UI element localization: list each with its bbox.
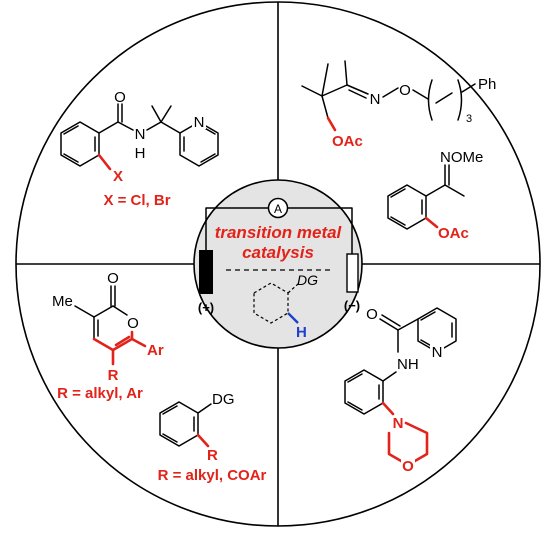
center-title-line2: catalysis <box>242 243 314 262</box>
ammeter-symbol <box>267 197 289 219</box>
cathode-electrode <box>346 253 359 293</box>
tl-amide-h: H <box>135 145 146 162</box>
bottom-right-substrate: N O NH N O <box>344 306 457 475</box>
ammeter-label: A <box>274 202 282 216</box>
bl-ring-o: O <box>127 315 139 332</box>
anode-sign: (+) <box>198 300 214 315</box>
br-morpholine-n: N <box>393 415 404 432</box>
center-circle <box>193 179 363 349</box>
tr-oxime-n: N <box>370 91 381 108</box>
tr-oxime-ome: NOMe <box>440 149 483 166</box>
bl-caption-1: R = alkyl, Ar <box>57 385 143 402</box>
bl-aryl: Ar <box>147 342 164 359</box>
tr-acetoxy-2: OAc <box>438 225 469 242</box>
br-carbonyl-o: O <box>366 306 378 323</box>
center-title-line1: transition metal <box>215 223 343 242</box>
cathode-sign: (−) <box>344 298 360 313</box>
ch-bond <box>287 312 299 324</box>
tl-pyridine-n: N <box>194 114 205 131</box>
bl-carbonyl-o: O <box>107 270 119 287</box>
tr-chain-subscript: 3 <box>466 113 472 125</box>
top-right-substrates: N O 3 Ph OAc NOMe OAc <box>301 60 496 242</box>
br-pyridine-n: N <box>432 344 443 361</box>
tr-oxime-o: O <box>399 82 411 99</box>
br-amide-nh: NH <box>397 356 419 373</box>
tl-carbonyl-o: O <box>114 89 126 106</box>
top-left-substrate: O N H N X X = Cl, Br <box>60 89 219 209</box>
substrate-dg-label: DG <box>297 272 318 288</box>
bl-caption-2: R = alkyl, COAr <box>158 467 267 484</box>
bottom-left-substrates: O Me O R Ar R = alkyl, Ar DG R R = alkyl… <box>52 270 267 484</box>
bl-r-group: R <box>108 367 119 384</box>
substrate-h-label: H <box>296 324 307 341</box>
tr-acetoxy-1: OAc <box>332 133 363 150</box>
tr-phenyl: Ph <box>478 76 496 93</box>
tl-amide-n: N <box>135 126 146 143</box>
anode-electrode <box>199 250 213 294</box>
bl-methyl: Me <box>52 293 73 310</box>
center-electrochemical-cell: A (+) (−) transition metal catalysis DG … <box>193 179 363 349</box>
bl-r-group-2: R <box>207 447 218 464</box>
bl-dg: DG <box>212 391 235 408</box>
tl-caption: X = Cl, Br <box>103 192 170 209</box>
tl-halide-x: X <box>113 168 123 185</box>
br-morpholine-o: O <box>402 458 414 475</box>
